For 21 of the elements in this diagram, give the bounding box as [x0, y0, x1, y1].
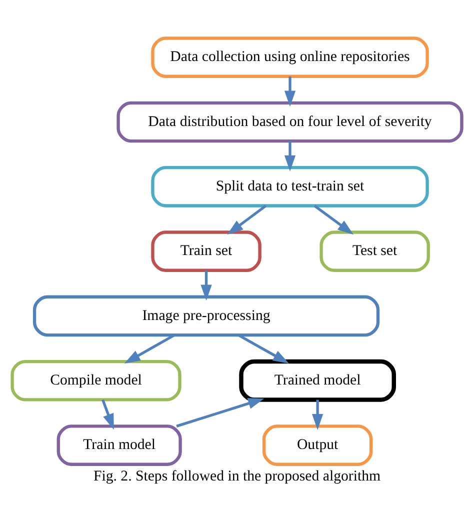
- node-box: Output: [262, 424, 373, 466]
- node-box: Compile model: [10, 360, 182, 402]
- node-box: Train model: [56, 424, 182, 466]
- arrow: [176, 398, 264, 428]
- arrow: [238, 334, 289, 364]
- arrow: [124, 334, 176, 364]
- node-box: Trained model: [239, 359, 396, 402]
- node-box: Data collection using online repositories: [151, 36, 429, 78]
- caption: Fig. 2. Steps followed in the proposed algorithm: [93, 468, 381, 484]
- arrow: [314, 204, 354, 235]
- arrow: [227, 204, 267, 235]
- arrow: [200, 270, 212, 301]
- arrow: [284, 76, 296, 107]
- node-box: Test set: [320, 230, 430, 272]
- node-box: Train set: [151, 230, 262, 272]
- arrow: [284, 141, 296, 172]
- node-box: Split data to test-train set: [151, 166, 429, 208]
- node-box: Image pre-processing: [32, 295, 380, 337]
- arrow: [102, 399, 114, 430]
- node-box: Data distribution based on four level of severity: [116, 101, 464, 143]
- arrow: [312, 400, 324, 430]
